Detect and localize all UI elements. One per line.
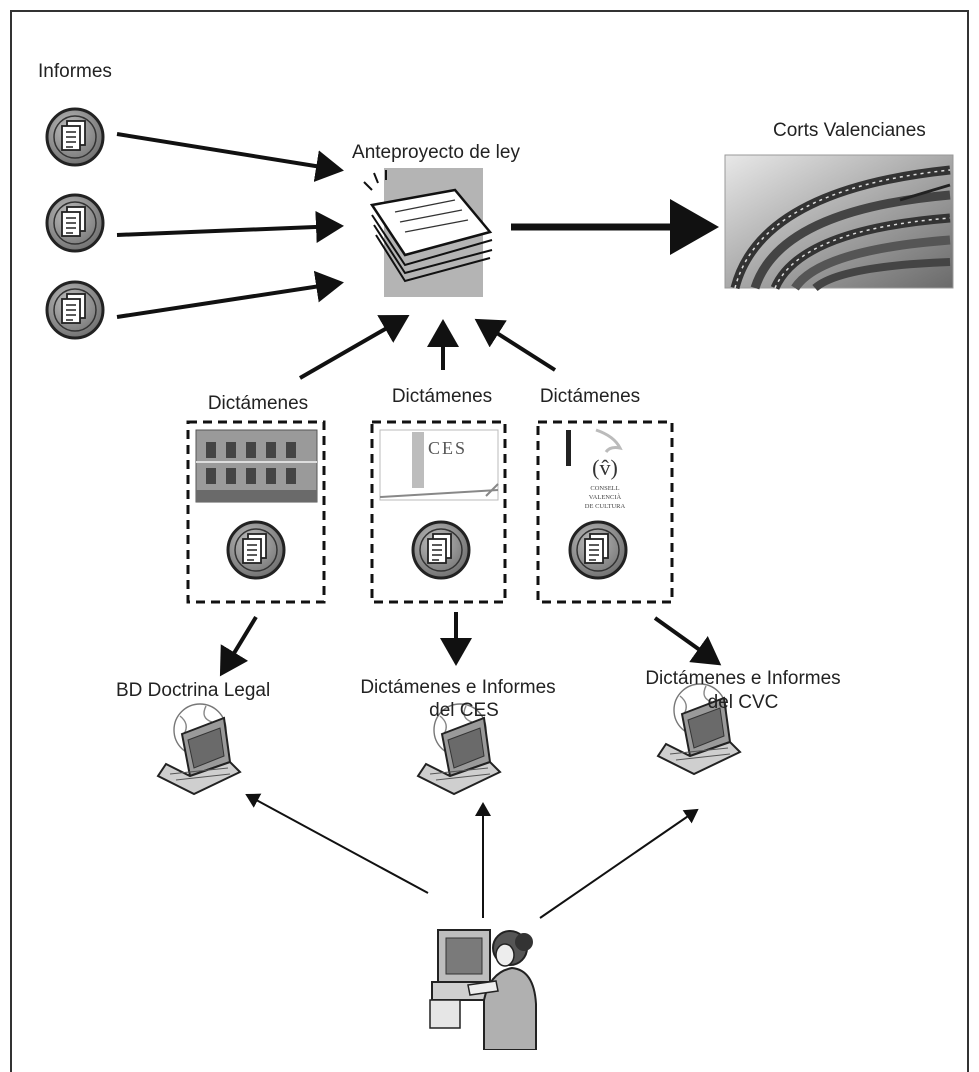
ces-db-label-line2: del CES <box>429 700 499 721</box>
bill-document-icon <box>363 168 493 297</box>
arrow-user-to-cvc <box>539 808 699 919</box>
arrow-to-cvc-db <box>653 616 722 666</box>
cvc-logo-letter: (v̂) <box>592 455 618 480</box>
laptop-globe-icon <box>157 703 241 795</box>
cvc-logo-line1: CONSELL <box>590 485 619 492</box>
cvc-db-label-line2: del CVC <box>707 692 779 713</box>
dictamenes-label-2: Dictámenes <box>391 386 493 407</box>
user-at-computer-icon <box>429 929 537 1050</box>
cvc-logo-line3: DE CULTURA <box>585 503 626 510</box>
building-photo <box>195 429 318 503</box>
ces-logo <box>379 429 499 501</box>
document-icon <box>411 520 471 580</box>
corts-label: Corts Valencianes <box>773 120 926 141</box>
cvc-logo-line2: VALENCIÀ <box>589 493 622 501</box>
document-icon <box>568 520 628 580</box>
arrow-informe-3 <box>116 270 344 319</box>
ces-logo-text: CES <box>428 438 467 458</box>
ces-db-label-line1: Dictámenes e Informes <box>360 677 556 698</box>
arrow-user-to-bd <box>245 793 429 894</box>
anteproyecto-label: Anteproyecto de ley <box>352 142 520 163</box>
arrow-informe-2 <box>116 210 344 243</box>
dictamen-box-1 <box>186 420 326 604</box>
document-icon <box>226 520 286 580</box>
document-icon <box>45 107 105 167</box>
dictamen-box-2 <box>370 420 507 604</box>
arrow-informe-1 <box>116 132 344 182</box>
cvc-logo <box>546 428 646 516</box>
cvc-db-label-line1: Dictámenes e Informes <box>645 668 841 689</box>
arrow-dictamen-3 <box>474 318 557 372</box>
parliament-photo <box>724 154 954 292</box>
document-icon <box>45 280 105 340</box>
dictamen-box-3 <box>536 420 674 604</box>
arrow-dictamen-1 <box>299 315 410 380</box>
arrow-to-bd-doctrina <box>219 615 258 677</box>
informes-label: Informes <box>38 61 112 82</box>
dictamenes-label-3: Dictámenes <box>539 386 641 407</box>
workflow-diagram: CES (v̂) CONSELL VALENCIÀ DE CULTURA <box>45 107 954 1050</box>
bd-doctrina-label: BD Doctrina Legal <box>116 680 271 701</box>
document-icon <box>45 193 105 253</box>
dictamenes-label-1: Dictámenes <box>207 393 309 414</box>
